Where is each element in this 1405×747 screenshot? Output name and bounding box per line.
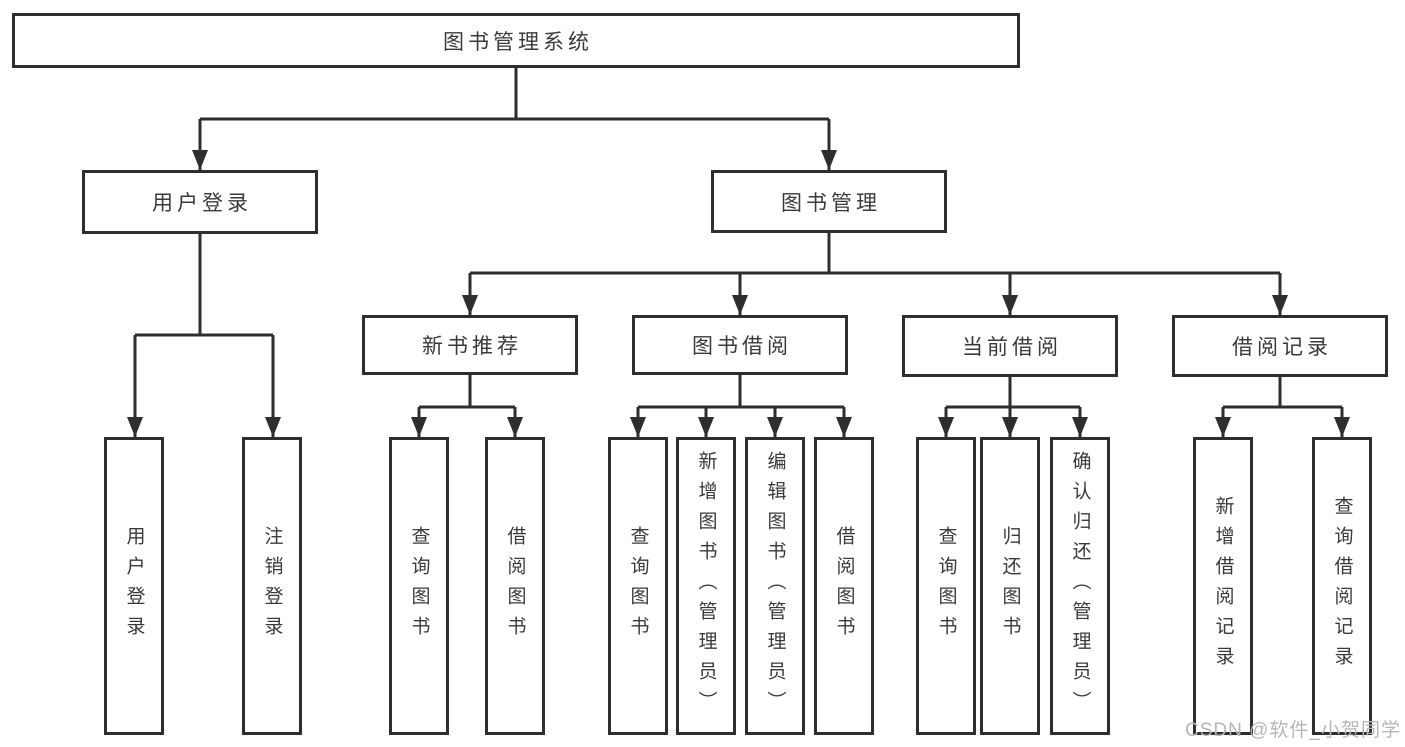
leaf-query-books-current: 查询图书 — [916, 437, 976, 735]
node-label: 新增图书（管理员） — [695, 451, 717, 721]
node-label: 借阅图书 — [833, 526, 855, 646]
node-label: 图书管理 — [781, 191, 881, 215]
node-new-book-recommend: 新书推荐 — [362, 315, 578, 375]
leaf-query-books-borrowing: 查询图书 — [608, 437, 668, 735]
leaf-return-books: 归还图书 — [980, 437, 1040, 735]
leaf-logout: 注销登录 — [242, 437, 302, 735]
node-current-borrowing: 当前借阅 — [902, 315, 1118, 377]
node-label: 新增借阅记录 — [1212, 496, 1234, 676]
node-label: 查询借阅记录 — [1331, 496, 1353, 676]
node-label: 用户登录 — [123, 526, 145, 646]
node-label: 查询图书 — [408, 526, 430, 646]
node-label: 新书推荐 — [422, 335, 522, 358]
node-root: 图书管理系统 — [12, 13, 1020, 68]
node-label: 借阅记录 — [1232, 336, 1332, 359]
node-label: 归还图书 — [999, 526, 1021, 646]
node-label: 确认归还（管理员） — [1069, 451, 1091, 721]
node-label: 查询图书 — [935, 526, 957, 646]
node-book-borrowing: 图书借阅 — [632, 315, 848, 375]
node-label: 借阅图书 — [504, 526, 526, 646]
node-borrowing-records: 借阅记录 — [1172, 315, 1388, 377]
node-label: 编辑图书（管理员） — [764, 451, 786, 721]
leaf-borrow-books-borrowing: 借阅图书 — [814, 437, 874, 735]
node-label: 注销登录 — [261, 526, 283, 646]
leaf-borrow-books-recommend: 借阅图书 — [485, 437, 545, 735]
node-label: 查询图书 — [627, 526, 649, 646]
leaf-confirm-return-admin: 确认归还（管理员） — [1050, 437, 1110, 735]
leaf-add-borrow-record: 新增借阅记录 — [1193, 437, 1253, 735]
leaf-add-books-admin: 新增图书（管理员） — [676, 437, 736, 735]
node-book-management: 图书管理 — [711, 170, 947, 233]
leaf-query-borrow-record: 查询借阅记录 — [1312, 437, 1372, 735]
node-label: 用户登录 — [152, 192, 252, 215]
leaf-query-books-recommend: 查询图书 — [389, 437, 449, 735]
leaf-user-login: 用户登录 — [104, 437, 164, 735]
node-label: 图书借阅 — [692, 335, 792, 358]
node-user-login: 用户登录 — [82, 170, 318, 234]
node-label: 图书管理系统 — [443, 30, 593, 54]
leaf-edit-books-admin: 编辑图书（管理员） — [745, 437, 805, 735]
node-label: 当前借阅 — [962, 336, 1062, 359]
